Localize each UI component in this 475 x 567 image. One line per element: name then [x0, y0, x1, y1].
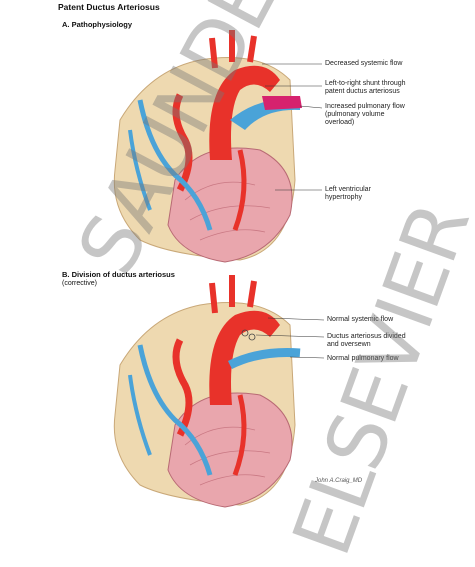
artist-signature: John A.Craig_MD [315, 478, 363, 484]
label-decreased-systemic-flow: Decreased systemic flow [325, 60, 403, 67]
label-ductus-divided-oversewn: Ductus arteriosus divided and oversewn [327, 333, 406, 348]
label-left-ventricular-hypertrophy: Left ventricular hypertrophy [325, 186, 371, 201]
panel-b-subheading: (corrective) [62, 280, 98, 287]
heart-illustrations [113, 30, 325, 508]
label-normal-pulmonary-flow: Normal pulmonary flow [327, 355, 399, 362]
page-title: Patent Ductus Arteriosus [58, 2, 160, 12]
panel-a-heading: A. Pathophysiology [62, 20, 133, 29]
label-increased-pulmonary-flow: Increased pulmonary flow (pulmonary volu… [325, 103, 405, 126]
panel-b-heading: B. Division of ductus arteriosus [62, 270, 175, 279]
label-normal-systemic-flow: Normal systemic flow [327, 316, 394, 323]
heart-illustration-b [113, 275, 325, 508]
heart-illustration-a [113, 30, 323, 263]
label-left-to-right-shunt: Left-to-right shunt through patent ductu… [325, 80, 406, 95]
